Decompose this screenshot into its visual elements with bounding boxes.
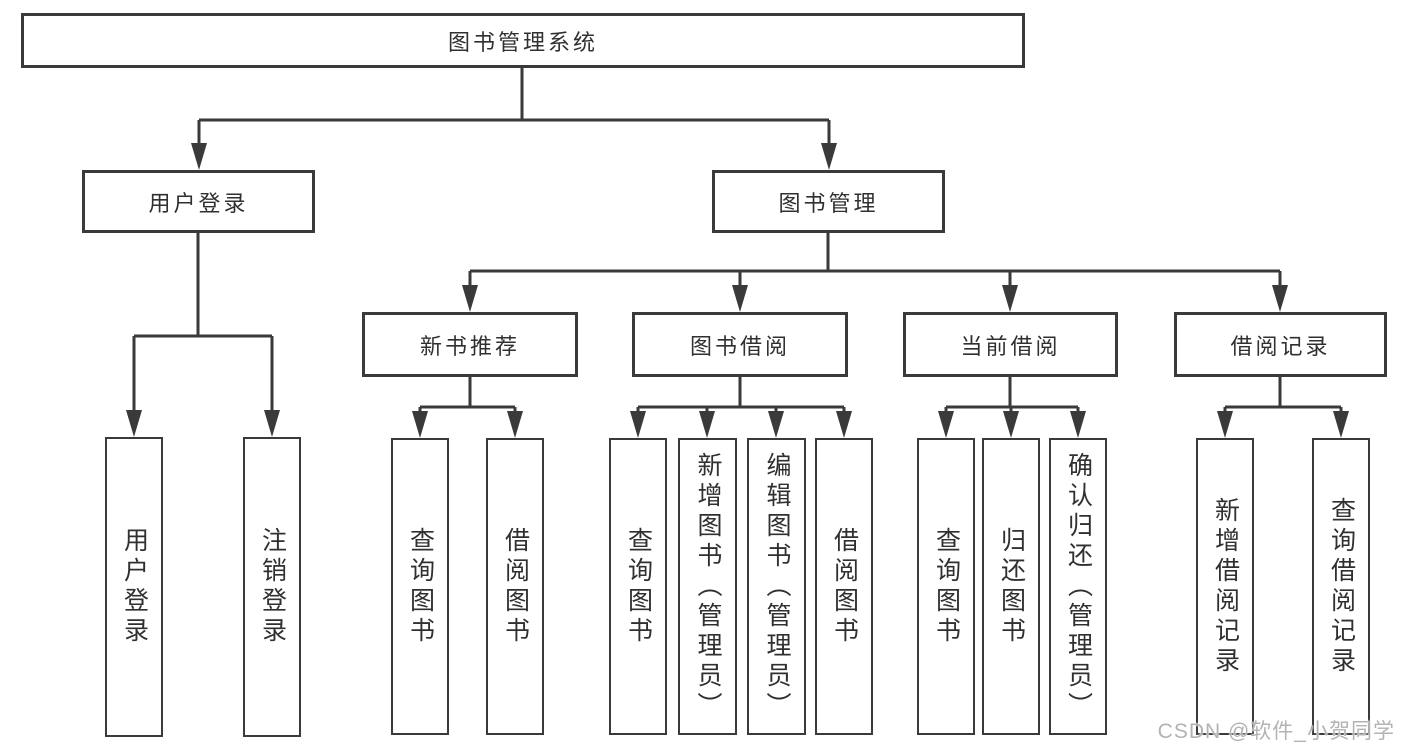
leaf-current-return-books: 归还图书 [982,438,1040,735]
node-book-borrowing: 图书借阅 [632,312,848,377]
leaf-current-confirm-return-admin: 确认归还（管理员） [1049,438,1107,735]
leaf-recommend-query-books: 查询图书 [391,438,449,735]
leaf-logout-login: 注销登录 [243,437,301,737]
edges-borrow-records-children [1223,377,1343,416]
edges-current-borrowing-children [944,377,1080,416]
edges-root-to-level2 [197,68,831,147]
edges-new-book-recommend-children [418,377,517,416]
leaf-borrowing-edit-books-admin: 编辑图书（管理员） [747,438,806,735]
leaf-borrowing-query-books: 查询图书 [609,438,667,735]
leaf-recommend-borrow-books: 借阅图书 [486,438,544,735]
node-user-login: 用户登录 [82,170,315,233]
watermark-text: CSDN @软件_小贺同学 [1157,720,1395,743]
edges-book-borrowing-children [636,377,846,416]
leaf-user-login: 用户登录 [105,437,163,737]
leaf-records-query-borrow-record: 查询借阅记录 [1312,438,1370,735]
edges-book-management-sections [468,233,1282,289]
node-borrow-records: 借阅记录 [1174,312,1387,377]
node-root: 图书管理系统 [21,13,1025,68]
node-book-management: 图书管理 [712,170,945,233]
node-current-borrowing: 当前借阅 [903,312,1118,377]
arrowheads [126,143,1349,438]
leaf-records-add-borrow-record: 新增借阅记录 [1196,438,1254,735]
edges-user-login-children [132,233,274,414]
leaf-borrowing-borrow-books: 借阅图书 [815,438,873,735]
leaf-current-query-books: 查询图书 [917,438,975,735]
node-new-book-recommend: 新书推荐 [362,312,578,377]
leaf-borrowing-add-books-admin: 新增图书（管理员） [678,438,737,735]
